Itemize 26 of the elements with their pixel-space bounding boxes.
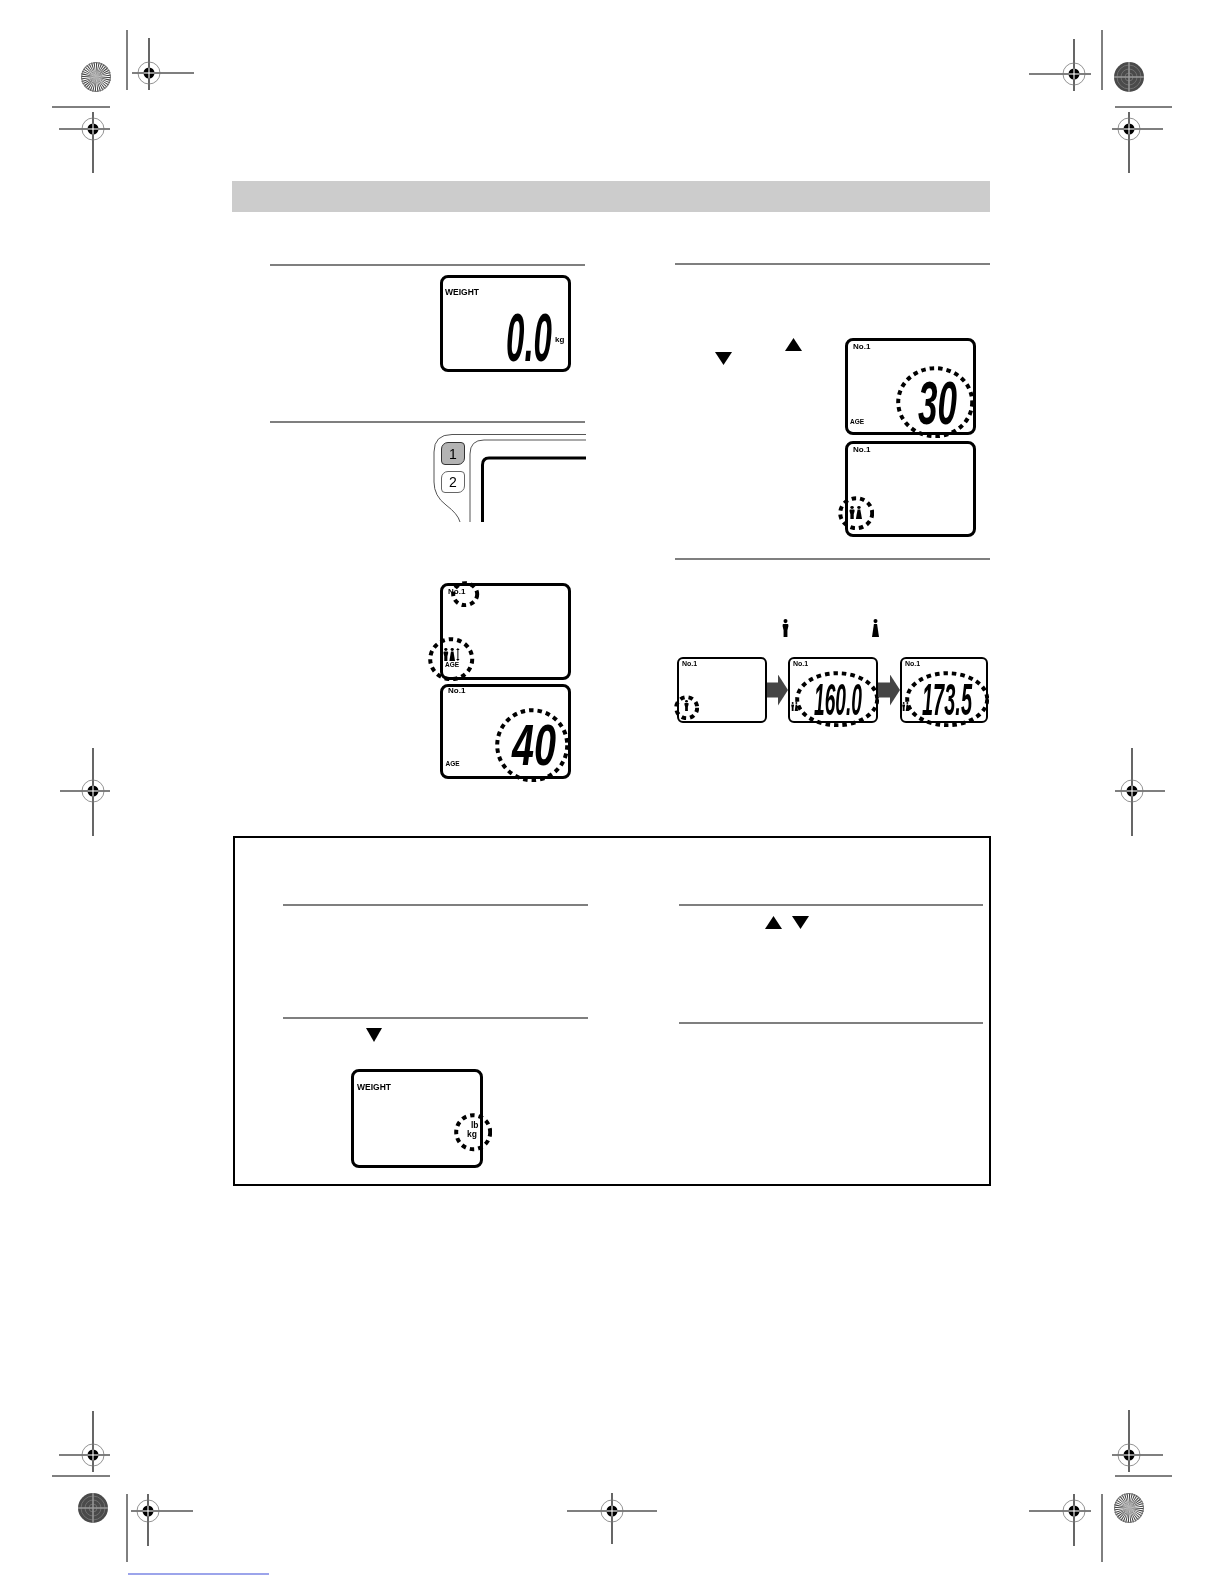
unit-label: lb	[471, 1121, 479, 1130]
unit-label: kg	[555, 336, 565, 345]
lcd-screen	[845, 441, 976, 537]
display-label: WEIGHT	[357, 1083, 391, 1092]
lcd-screen	[845, 338, 976, 435]
lcd-screen	[440, 583, 571, 680]
digit-readout: 30	[918, 377, 957, 428]
lcd-screen	[440, 275, 571, 372]
block-arrow	[767, 674, 788, 706]
digit-readout: 160.0	[814, 682, 862, 719]
unit-label: kg	[467, 1130, 477, 1139]
lcd-screen	[900, 657, 988, 723]
digit-readout: 173.5	[922, 682, 972, 719]
digit-readout: 40	[512, 721, 556, 769]
display-label: No.1	[853, 343, 871, 352]
block-arrow	[878, 674, 900, 706]
lcd-screen	[677, 657, 767, 723]
number-button: 1	[441, 442, 465, 465]
display-label: No.1	[853, 446, 871, 455]
number-button: 2	[441, 471, 465, 493]
lcd-screen	[440, 684, 571, 779]
display-label: WEIGHT	[445, 288, 479, 297]
digit-readout: 0.0	[506, 311, 552, 366]
display-label: No.1	[448, 687, 466, 696]
lcd-screen	[351, 1069, 483, 1168]
lcd-screen	[788, 657, 878, 723]
